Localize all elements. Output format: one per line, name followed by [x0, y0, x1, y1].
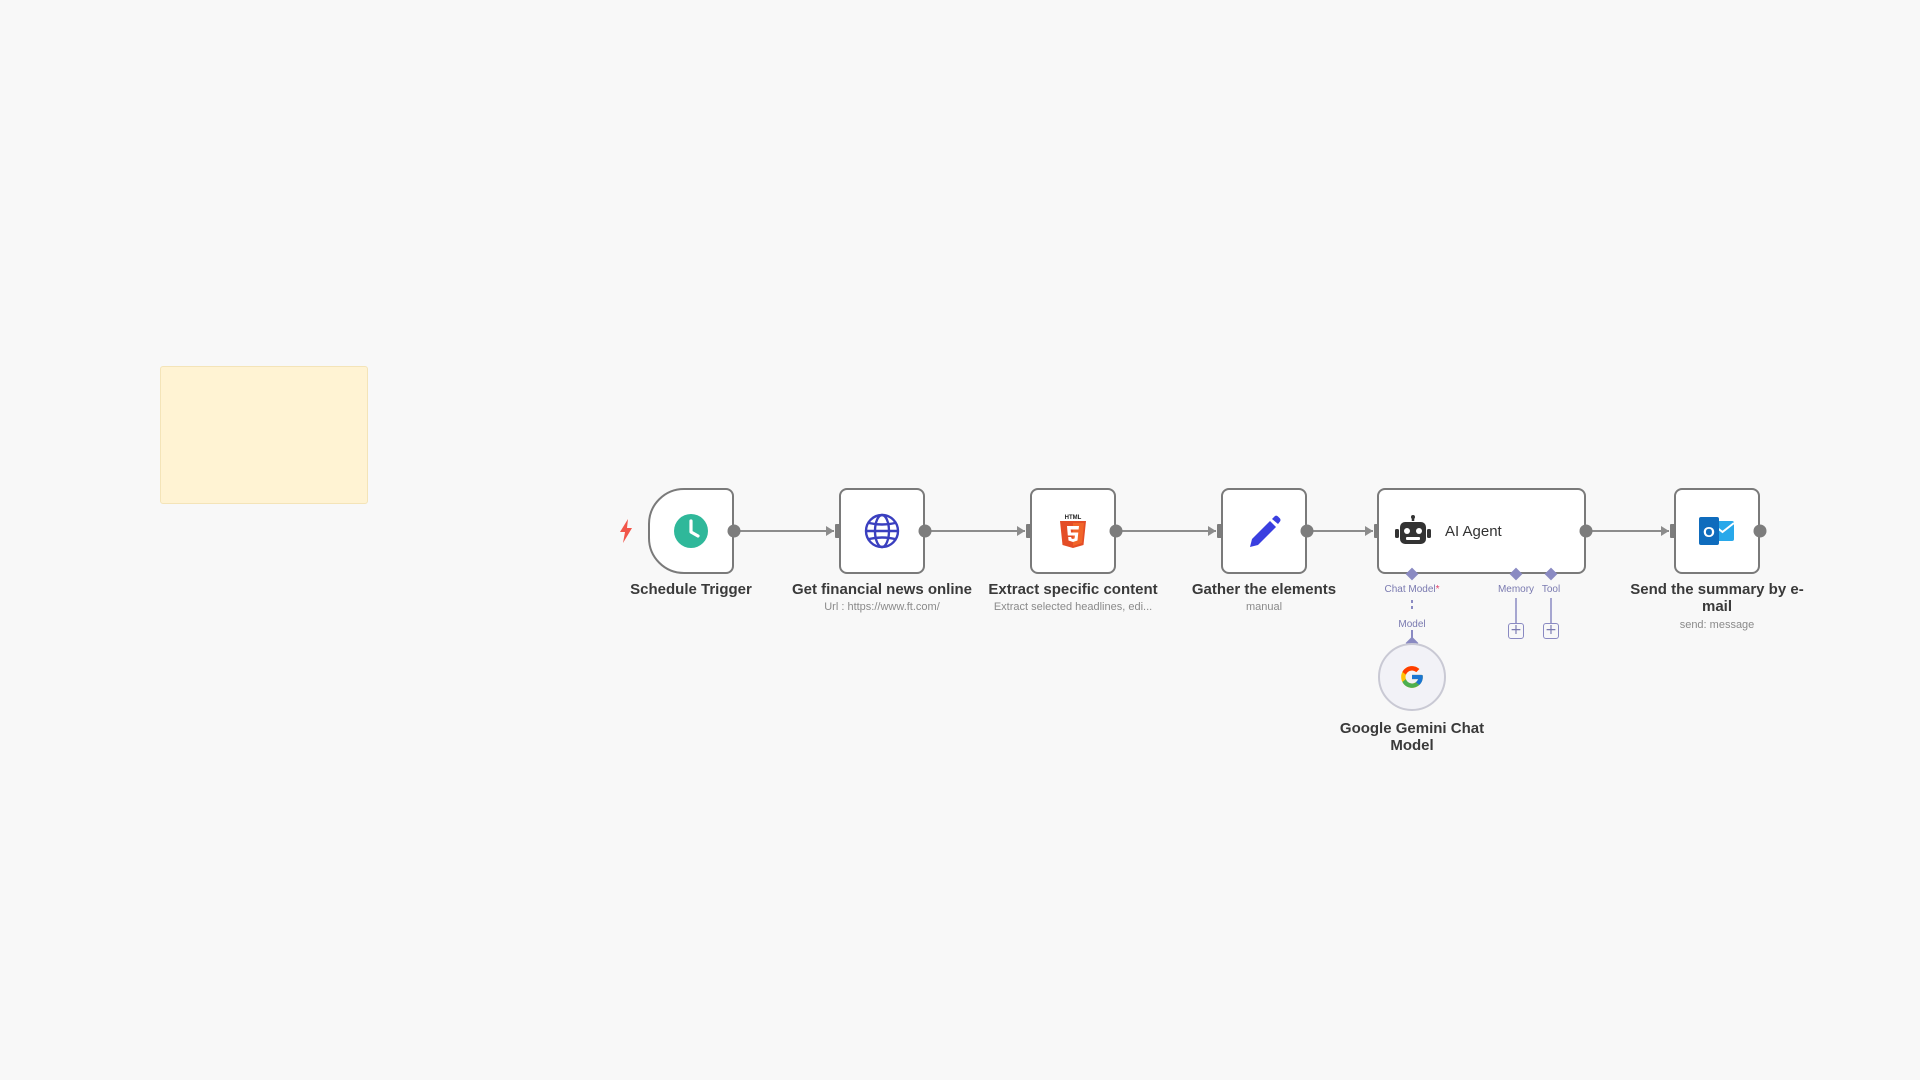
arrow-head [1017, 526, 1025, 536]
svg-text:HTML: HTML [1065, 515, 1082, 521]
lightning-bolt-icon [620, 519, 632, 543]
get-news-subtitle: Url : https://www.ft.com/ [824, 601, 940, 613]
memory-port-label: Memory [1497, 584, 1535, 595]
tool-port-label: Tool [1541, 584, 1561, 595]
gather-input-handle[interactable] [1217, 524, 1223, 538]
outlook-icon: O [1699, 517, 1735, 545]
get-news-label: Get financial news online [791, 581, 973, 598]
send-email-node[interactable]: O [1674, 488, 1760, 574]
globe-icon [864, 513, 900, 549]
google-g-icon [1401, 666, 1423, 688]
extract-input-handle[interactable] [1026, 524, 1032, 538]
send-email-subtitle: send: message [1679, 619, 1755, 631]
arrow-head [826, 526, 834, 536]
schedule-output-handle[interactable] [727, 524, 741, 538]
get-financial-news-node[interactable] [839, 488, 925, 574]
email-output-handle[interactable] [1753, 524, 1767, 538]
extract-output-handle[interactable] [1109, 524, 1123, 538]
gemini-model-port-label: Model [1398, 619, 1426, 630]
gather-label: Gather the elements [1191, 581, 1337, 598]
extract-content-node[interactable]: HTML [1030, 488, 1116, 574]
agent-output-handle[interactable] [1579, 524, 1593, 538]
schedule-trigger-node[interactable] [648, 488, 734, 574]
extract-label: Extract specific content [988, 581, 1158, 598]
gather-subtitle: manual [1245, 601, 1283, 613]
add-tool-button[interactable]: + [1543, 623, 1559, 639]
svg-text:O: O [1703, 524, 1715, 541]
arrow-head [1365, 526, 1373, 536]
chat-model-port-label: Chat Model* [1384, 584, 1440, 595]
getnews-input-handle[interactable] [835, 524, 841, 538]
html5-icon: HTML [1060, 515, 1086, 548]
gather-elements-node[interactable] [1221, 488, 1307, 574]
ai-agent-title: AI Agent [1445, 522, 1502, 540]
arrow-head [1661, 526, 1669, 536]
schedule-trigger-label: Schedule Trigger [630, 581, 752, 598]
arrow-head [1208, 526, 1216, 536]
email-input-handle[interactable] [1670, 524, 1676, 538]
gemini-label: Google Gemini Chat Model [1339, 720, 1485, 754]
pencil-icon [1250, 515, 1281, 547]
gather-output-handle[interactable] [1300, 524, 1314, 538]
getnews-output-handle[interactable] [918, 524, 932, 538]
sticky-note[interactable] [160, 366, 368, 504]
clock-icon [674, 514, 708, 548]
add-memory-button[interactable]: + [1508, 623, 1524, 639]
extract-subtitle: Extract selected headlines, edi... [993, 601, 1153, 613]
google-gemini-node[interactable] [1378, 643, 1446, 711]
robot-icon [1395, 515, 1431, 544]
send-email-label: Send the summary by e-mail [1630, 581, 1804, 615]
ai-agent-node[interactable]: AI Agent [1377, 488, 1586, 574]
